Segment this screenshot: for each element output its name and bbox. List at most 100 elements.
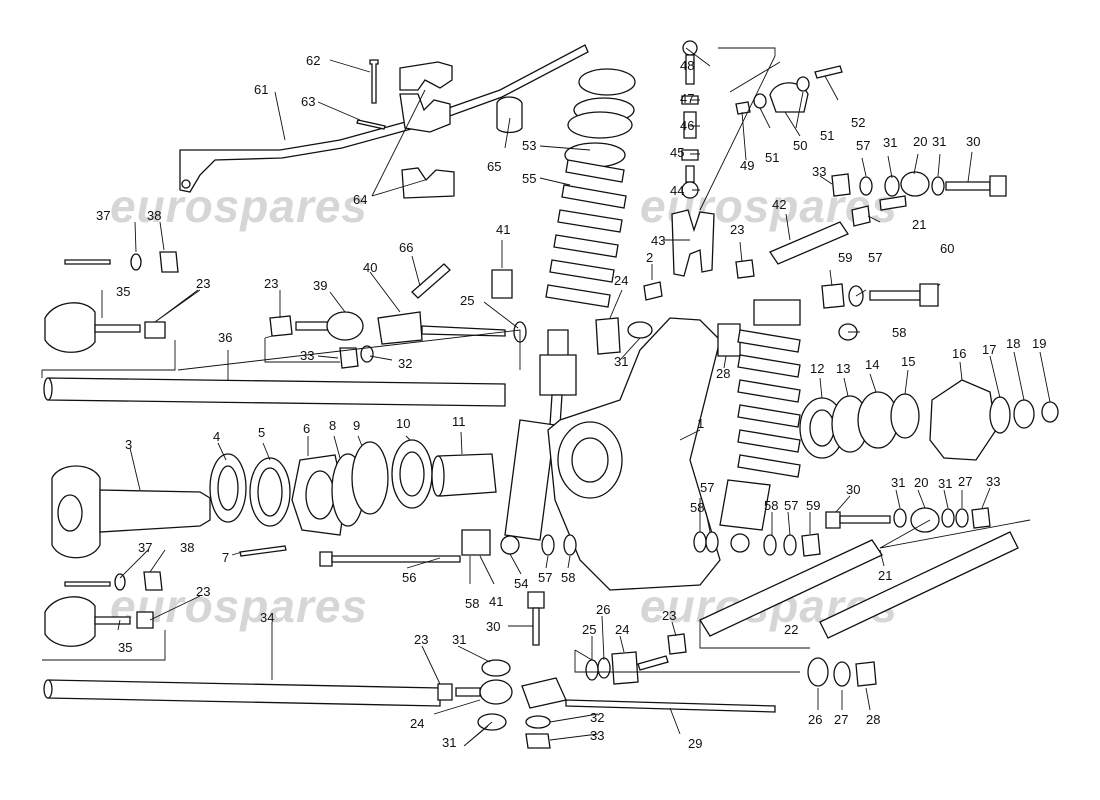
label-58-right: 58 — [892, 325, 906, 340]
nut-2 — [643, 281, 663, 301]
label-41-lower: 41 — [489, 594, 503, 609]
rod-22-b — [819, 531, 1019, 639]
bracket-39 — [264, 335, 340, 363]
label-4: 4 — [213, 429, 220, 444]
nut-23-bottom — [437, 683, 453, 701]
bracket-36 — [41, 329, 521, 378]
label-57-cluster: 57 — [700, 480, 714, 495]
plate-6-bore — [305, 470, 335, 520]
bearing-12-inner — [809, 409, 835, 447]
label-37-lower: 37 — [138, 540, 152, 555]
label-31-bottom-b: 31 — [442, 735, 456, 750]
nut-23-upper-right — [735, 259, 755, 279]
bush-35-lower — [44, 596, 96, 647]
label-21-mid: 21 — [878, 568, 892, 583]
hub-carrier-bore-inner — [571, 437, 609, 483]
spacer-11-end — [431, 455, 445, 497]
label-46: 46 — [680, 118, 694, 133]
bush-41-upper — [491, 269, 513, 299]
label-64: 64 — [353, 192, 367, 207]
label-56: 56 — [402, 570, 416, 585]
shock-lower-body — [504, 419, 556, 541]
label-58-center-left: 58 — [465, 596, 479, 611]
nut-49 — [735, 101, 751, 115]
nut-23-lower-center — [667, 633, 687, 655]
label-41-upper: 41 — [496, 222, 510, 237]
link-44 — [685, 165, 695, 183]
right-shock-lower-eye — [730, 533, 750, 553]
bolt-56-head — [319, 551, 333, 567]
label-27-bottom-right: 27 — [834, 712, 848, 727]
label-57-top: 57 — [856, 138, 870, 153]
label-8: 8 — [329, 418, 336, 433]
nut-38-upper — [159, 251, 179, 273]
bolt-52 — [814, 65, 843, 79]
washer-31-mid-a — [893, 508, 907, 528]
label-31-top-a: 31 — [883, 135, 897, 150]
washer-31-top-right-b — [931, 176, 945, 196]
axle-flange-bore — [57, 494, 83, 532]
tube-36 — [47, 377, 506, 407]
bolt-56-shank — [331, 555, 461, 563]
label-31-mid-b: 31 — [938, 476, 952, 491]
label-5: 5 — [258, 425, 265, 440]
anti-roll-bar-eye — [181, 179, 191, 189]
label-35-lower: 35 — [118, 640, 132, 655]
bush-24-lower — [611, 651, 639, 685]
label-63: 63 — [301, 94, 315, 109]
nut-33-bottom — [525, 733, 551, 749]
bolt-30-top-shank — [945, 181, 991, 191]
label-43: 43 — [651, 233, 665, 248]
label-51b: 51 — [820, 128, 834, 143]
label-47: 47 — [680, 91, 694, 106]
part-labels: 62 61 63 64 65 53 55 48 47 46 45 44 43 4… — [96, 53, 1046, 751]
label-29: 29 — [688, 736, 702, 751]
label-44: 44 — [670, 183, 684, 198]
watermark-top-left: eurospares — [110, 180, 368, 232]
spring-ring-3 — [567, 111, 633, 139]
label-20-mid: 20 — [914, 475, 928, 490]
label-15: 15 — [901, 354, 915, 369]
seal-9 — [351, 441, 389, 515]
label-31-upper: 31 — [614, 354, 628, 369]
bolt-30-mid-shank — [839, 515, 891, 524]
washer-32-bottom — [525, 715, 551, 729]
rod-end-24-bottom — [479, 679, 513, 705]
label-23-right: 23 — [730, 222, 744, 237]
nut-23-mid — [269, 315, 293, 337]
washer-37-lower — [114, 573, 126, 591]
label-26-bottom-right: 26 — [808, 712, 822, 727]
label-13: 13 — [836, 361, 850, 376]
bolt-60-head — [919, 283, 939, 307]
label-36: 36 — [218, 330, 232, 345]
anti-roll-bar — [179, 44, 589, 193]
bolt-30-mid-head — [825, 511, 841, 529]
washer-31-top-right-a — [884, 175, 900, 197]
hub-16 — [929, 379, 997, 461]
label-20-top: 20 — [913, 134, 927, 149]
rod-end-39 — [326, 311, 364, 341]
label-35-upper: 35 — [116, 284, 130, 299]
leader-lines-path — [101, 47, 1051, 747]
label-24-bottom: 24 — [410, 716, 424, 731]
bush-41-lower — [461, 529, 491, 556]
label-6: 6 — [303, 421, 310, 436]
label-50: 50 — [793, 138, 807, 153]
rod-29 — [565, 699, 776, 713]
label-31-mid-a: 31 — [891, 475, 905, 490]
label-3: 3 — [125, 437, 132, 452]
nut-33-top-right — [831, 173, 851, 197]
washer-57-right-cluster — [783, 534, 797, 556]
nut-45 — [681, 149, 699, 161]
nut-21-upper — [851, 205, 871, 227]
label-57-center: 57 — [538, 570, 552, 585]
hub-carrier-1 — [547, 317, 721, 591]
label-28-bottom-right: 28 — [866, 712, 880, 727]
label-32-mid: 32 — [398, 356, 412, 371]
label-24-lower: 24 — [615, 622, 629, 637]
label-1: 1 — [697, 416, 704, 431]
label-38-upper: 38 — [147, 208, 161, 223]
washer-31-bottom-a — [481, 659, 511, 677]
bracket-40 — [377, 311, 423, 345]
tube-36-end — [43, 377, 53, 401]
